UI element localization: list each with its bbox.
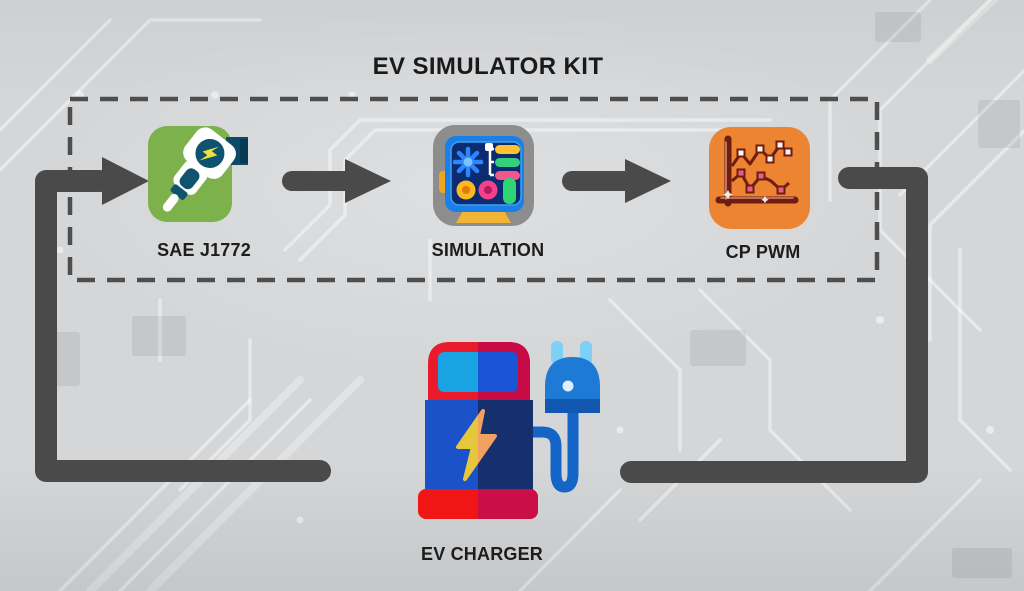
node-label-ev-charger: EV CHARGER <box>420 544 544 564</box>
waveform-chart-icon <box>709 127 810 229</box>
node-label-cp-pwm: CP PWM <box>725 242 801 262</box>
node-label-simulation: SIMULATION <box>431 240 545 260</box>
arrow-sae-to-simulation <box>282 159 391 203</box>
arrow-charger-to-sae <box>35 157 331 482</box>
arrow-simulation-to-cppwm <box>562 159 671 203</box>
diagram-title: EV SIMULATOR KIT <box>372 53 604 80</box>
arrow-cppwm-to-charger <box>620 167 928 483</box>
node-label-sae-j1772: SAE J1772 <box>157 240 251 260</box>
ev-plug-icon <box>148 126 248 222</box>
control-panel-icon <box>433 125 534 226</box>
ev-charger-icon <box>418 341 600 519</box>
kit-boundary-dashed-box <box>67 96 880 283</box>
